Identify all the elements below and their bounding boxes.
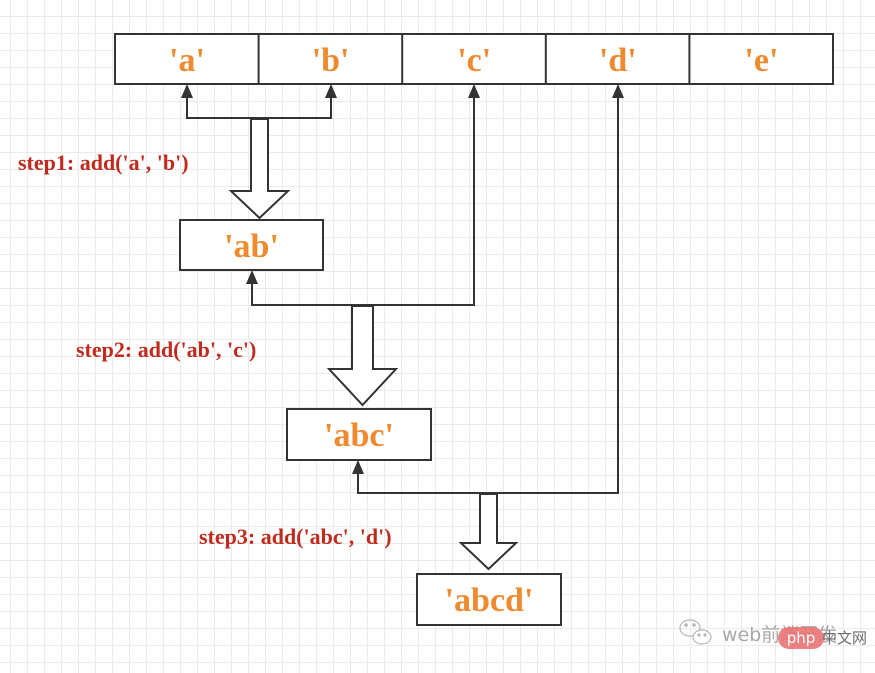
array: 'a' 'b' 'c' 'd' 'e' xyxy=(114,33,834,85)
arrow-up-icon xyxy=(352,460,364,474)
result-box-step2 xyxy=(286,408,432,461)
step2-label: step2: add('ab', 'c') xyxy=(76,337,256,362)
result-box-step1 xyxy=(179,219,324,271)
array-cell-a: 'a' xyxy=(169,42,205,79)
result-step2: 'abc' xyxy=(324,417,394,454)
connector-line xyxy=(186,86,332,119)
hollow-arrow-down-icon xyxy=(458,493,519,571)
step1-connector xyxy=(181,84,337,119)
watermark-suffix: 中文网 xyxy=(822,629,867,647)
arrow-up-icon xyxy=(468,84,480,98)
hollow-arrow-down-icon xyxy=(326,305,399,407)
arrow-up-icon xyxy=(325,84,337,98)
php-badge xyxy=(778,627,824,649)
array-cell-b: 'b' xyxy=(312,42,350,79)
result-step1: 'ab' xyxy=(224,228,279,265)
php-badge-text: php xyxy=(787,629,816,647)
array-cell-c: 'c' xyxy=(457,42,491,79)
result-box-step3 xyxy=(416,573,562,626)
arrow-up-icon xyxy=(181,84,193,98)
arrow-up-icon xyxy=(612,84,624,98)
step1-label: step1: add('a', 'b') xyxy=(18,150,189,175)
array-cell-d: 'd' xyxy=(599,42,637,79)
arrow-up-icon xyxy=(246,270,258,284)
step3-label: step3: add('abc', 'd') xyxy=(199,524,392,549)
array-border xyxy=(114,33,834,85)
hollow-arrow-down-icon xyxy=(228,118,291,220)
array-cell-e: 'e' xyxy=(744,42,778,79)
wechat-icon xyxy=(679,619,712,645)
watermark: web前端开发 php 中文网 xyxy=(679,619,867,649)
result-step3: 'abcd' xyxy=(445,582,534,619)
